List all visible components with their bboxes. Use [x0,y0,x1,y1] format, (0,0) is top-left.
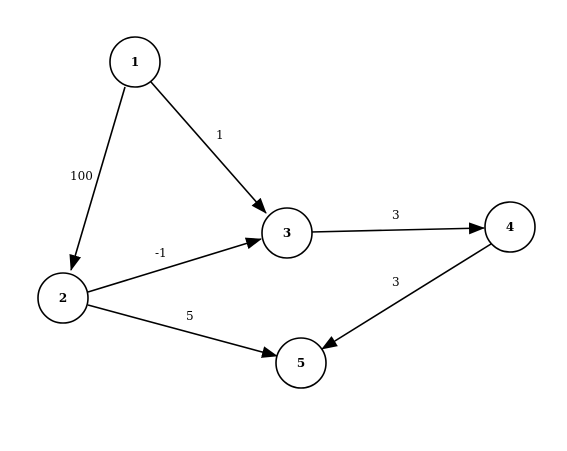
edge-2-to-3 [87,237,262,293]
node-5-circle [275,337,327,389]
edge-label-4-to-5: 3 [392,275,400,289]
edge-label-1-to-2: 100 [70,169,93,183]
node-1: 1 [109,36,161,88]
edges-layer: 100 1 -1 5 3 3 [69,81,492,358]
node-3: 3 [261,207,313,259]
edge-1-to-3 [150,81,267,214]
node-3-circle [261,207,313,259]
edge-label-3-to-4: 3 [392,208,400,222]
edge-label-2-to-5: 5 [186,309,194,323]
edge-1-to-2 [69,86,126,271]
edge-2-to-5 [87,304,278,358]
node-4-label: 4 [506,220,514,234]
node-3-label: 3 [283,226,291,240]
edge-label-2-to-3: -1 [155,246,167,260]
edge-3-to-4 [310,222,485,235]
node-2: 2 [37,272,89,324]
edge-4-to-5 [321,243,492,350]
node-2-circle [37,272,89,324]
node-2-label: 2 [59,291,67,305]
node-5-label: 5 [297,356,305,370]
node-1-circle [109,36,161,88]
node-5: 5 [275,337,327,389]
edge-label-1-to-3: 1 [216,128,224,142]
node-4-circle [484,201,536,253]
nodes-layer: 1 2 3 4 5 [37,36,536,389]
node-4: 4 [484,201,536,253]
node-1-label: 1 [131,55,139,69]
